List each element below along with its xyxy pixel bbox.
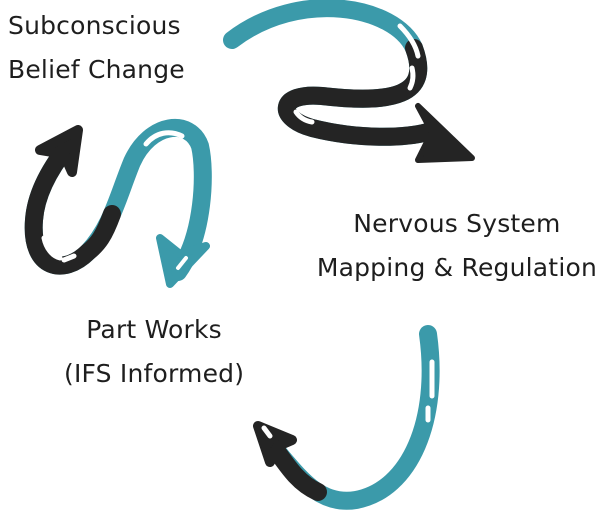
node-belief-label: Subconscious Belief Change: [8, 4, 185, 92]
node-label-line: Mapping & Regulation: [316, 253, 597, 282]
node-label-line: Nervous System: [353, 209, 561, 238]
arrowhead-icon: [415, 103, 475, 163]
arrowhead-icon: [35, 125, 83, 177]
node-label-line: Belief Change: [8, 55, 185, 84]
node-label-line: (IFS Informed): [64, 359, 245, 388]
arrow-parts-to-belief: [24, 119, 212, 288]
node-nervous-label: Nervous System Mapping & Regulation: [317, 202, 597, 290]
node-label-line: Part Works: [86, 315, 222, 344]
node-parts-label: Part Works (IFS Informed): [64, 308, 244, 396]
arrow-belief-to-nervous: [223, 0, 475, 163]
node-label-line: Subconscious: [8, 11, 181, 40]
arrow-nervous-to-parts: [253, 325, 440, 510]
